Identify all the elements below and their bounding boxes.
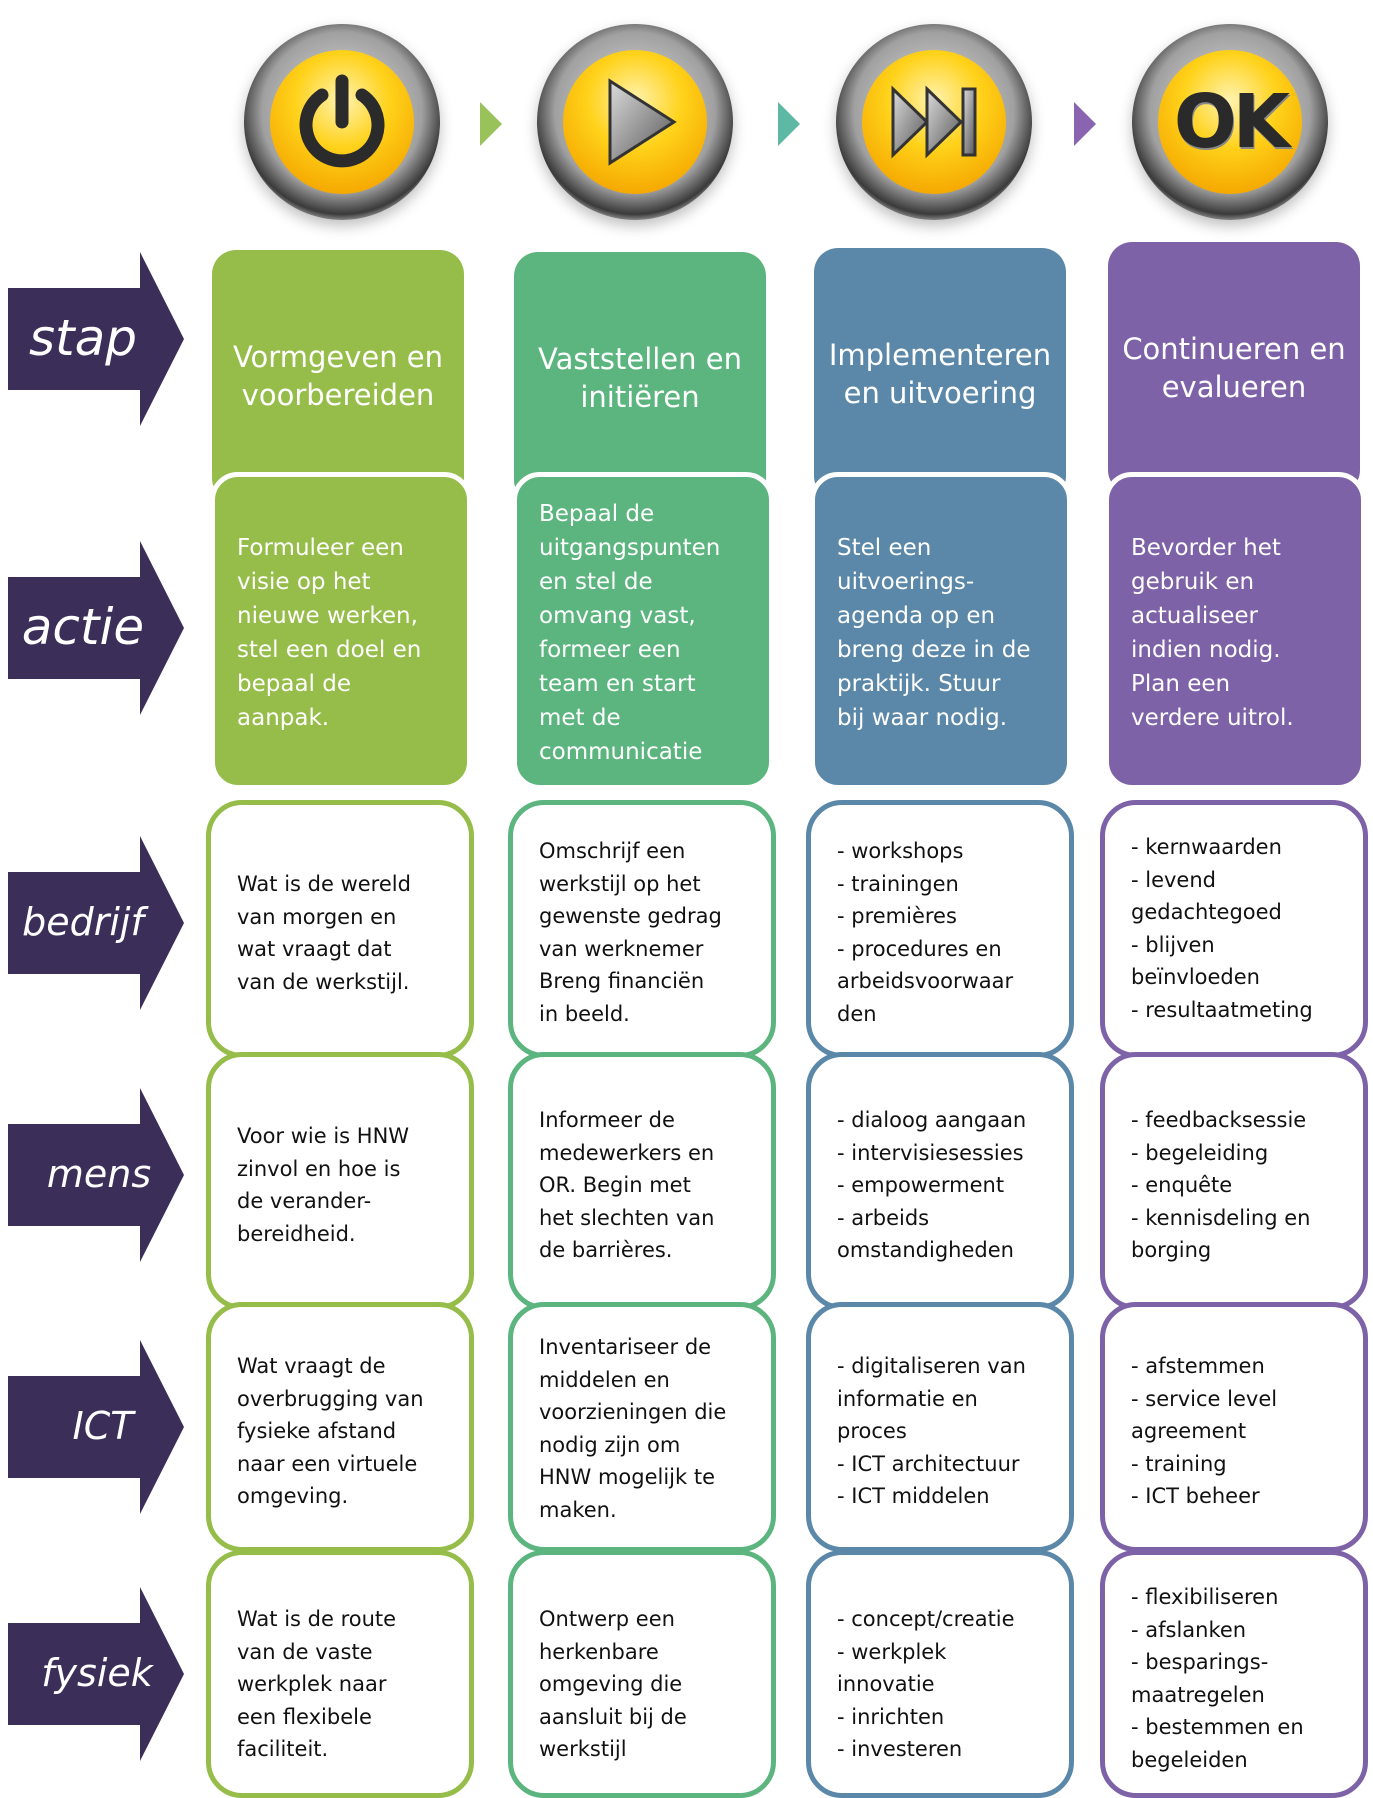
row-label-actie: actie — [8, 541, 184, 715]
mens-cell-1-text: Voor wie is HNW zinvol en hoe is de vera… — [237, 1124, 410, 1246]
row-label-mens: mens — [8, 1088, 184, 1262]
fysiek-cell-4: - flexibiliseren - afslanken - besparing… — [1100, 1550, 1368, 1798]
actie-block-4: Bevorder het gebruik en actualiseer indi… — [1104, 472, 1366, 790]
stap-header-4-text: Continueren en evalueren — [1122, 332, 1346, 404]
mens-cell-3: - dialoog aangaan - intervisiesessies - … — [806, 1052, 1074, 1310]
row-label-fysiek: fysiek — [8, 1587, 184, 1761]
actie-block-1-text: Formuleer een visie op het nieuwe werken… — [237, 535, 422, 731]
fysiek-cell-2-text: Ontwerp een herkenbare omgeving die aans… — [539, 1607, 687, 1761]
stap-header-2-text: Vaststellen en initiëren — [538, 342, 742, 414]
actie-block-3: Stel een uitvoerings- agenda op en breng… — [810, 472, 1072, 790]
bedrijf-cell-1-text: Wat is de wereld van morgen en wat vraag… — [237, 872, 411, 994]
actie-block-1: Formuleer een visie op het nieuwe werken… — [210, 472, 472, 790]
bedrijf-cell-3: - workshops - trainingen - premières - p… — [806, 800, 1074, 1058]
arrow-connector-1 — [480, 102, 502, 146]
actie-block-3-text: Stel een uitvoerings- agenda op en breng… — [837, 535, 1031, 731]
ict-cell-4-text: - afstemmen - service level agreement - … — [1131, 1354, 1278, 1508]
bedrijf-cell-1: Wat is de wereld van morgen en wat vraag… — [206, 800, 474, 1058]
mens-cell-2-text: Informeer de medewerkers en OR. Begin me… — [539, 1108, 715, 1262]
stap-header-1: Vormgeven en voorbereiden — [212, 250, 464, 502]
bedrijf-cell-2: Omschrijf een werkstijl op het gewenste … — [508, 800, 776, 1058]
fysiek-cell-1-text: Wat is de route van de vaste werkplek na… — [237, 1607, 397, 1761]
arrow-connector-2 — [778, 102, 800, 146]
ok-icon-text: OK — [1173, 79, 1290, 165]
row-label-stap-text: stap — [28, 309, 138, 367]
mens-cell-4-text: - feedbacksessie - begeleiding - enquête… — [1131, 1108, 1311, 1262]
ict-cell-2-text: Inventariseer de middelen en voorziening… — [539, 1335, 727, 1522]
actie-block-2: Bepaal de uitgangspunten en stel de omva… — [512, 472, 774, 790]
ok-icon: OK — [1132, 24, 1328, 220]
actie-block-2-text: Bepaal de uitgangspunten en stel de omva… — [539, 501, 721, 765]
mens-cell-2: Informeer de medewerkers en OR. Begin me… — [508, 1052, 776, 1310]
bedrijf-cell-3-text: - workshops - trainingen - premières - p… — [837, 839, 1014, 1026]
mens-cell-4: - feedbacksessie - begeleiding - enquête… — [1100, 1052, 1368, 1310]
row-label-bedrijf: bedrijf — [8, 836, 184, 1010]
fysiek-cell-3: - concept/creatie - werkplek innovatie -… — [806, 1550, 1074, 1798]
stap-header-2: Vaststellen en initiëren — [514, 252, 766, 504]
bedrijf-cell-4: - kernwaarden - levend gedachtegoed - bl… — [1100, 800, 1368, 1058]
ict-cell-2: Inventariseer de middelen en voorziening… — [508, 1302, 776, 1552]
mens-cell-1: Voor wie is HNW zinvol en hoe is de vera… — [206, 1052, 474, 1310]
stap-header-1-text: Vormgeven en voorbereiden — [232, 340, 444, 412]
mens-cell-3-text: - dialoog aangaan - intervisiesessies - … — [837, 1108, 1027, 1262]
actie-block-4-text: Bevorder het gebruik en actualiseer indi… — [1131, 535, 1294, 731]
fysiek-cell-2: Ontwerp een herkenbare omgeving die aans… — [508, 1550, 776, 1798]
row-label-ict: ICT — [8, 1340, 184, 1514]
fysiek-cell-3-text: - concept/creatie - werkplek innovatie -… — [837, 1607, 1015, 1761]
ict-cell-3-text: - digitaliseren van informatie en proces… — [837, 1354, 1026, 1508]
fysiek-cell-4-text: - flexibiliseren - afslanken - besparing… — [1131, 1585, 1304, 1772]
row-label-actie-text: actie — [21, 598, 145, 656]
row-label-fysiek-text: fysiek — [41, 1651, 153, 1695]
row-label-bedrijf-text: bedrijf — [22, 900, 144, 944]
ict-cell-3: - digitaliseren van informatie en proces… — [806, 1302, 1074, 1552]
stap-header-3: Implementeren en uitvoering — [814, 248, 1066, 500]
ict-cell-4: - afstemmen - service level agreement - … — [1100, 1302, 1368, 1552]
row-label-ict-text: ICT — [72, 1404, 134, 1448]
bedrijf-cell-4-text: - kernwaarden - levend gedachtegoed - bl… — [1131, 835, 1313, 1022]
play-icon — [537, 24, 733, 220]
stap-header-4: Continueren en evalueren — [1108, 242, 1360, 494]
row-label-stap: stap — [8, 252, 184, 426]
bedrijf-cell-2-text: Omschrijf een werkstijl op het gewenste … — [539, 839, 722, 1026]
row-label-mens-text: mens — [46, 1152, 152, 1196]
fast-forward-icon — [836, 24, 1032, 220]
fysiek-cell-1: Wat is de route van de vaste werkplek na… — [206, 1550, 474, 1798]
ict-cell-1: Wat vraagt de overbrugging van fysieke a… — [206, 1302, 474, 1552]
power-icon — [244, 24, 440, 220]
arrow-connector-3 — [1074, 102, 1096, 146]
ict-cell-1-text: Wat vraagt de overbrugging van fysieke a… — [237, 1354, 424, 1508]
stap-header-3-text: Implementeren en uitvoering — [828, 338, 1052, 410]
